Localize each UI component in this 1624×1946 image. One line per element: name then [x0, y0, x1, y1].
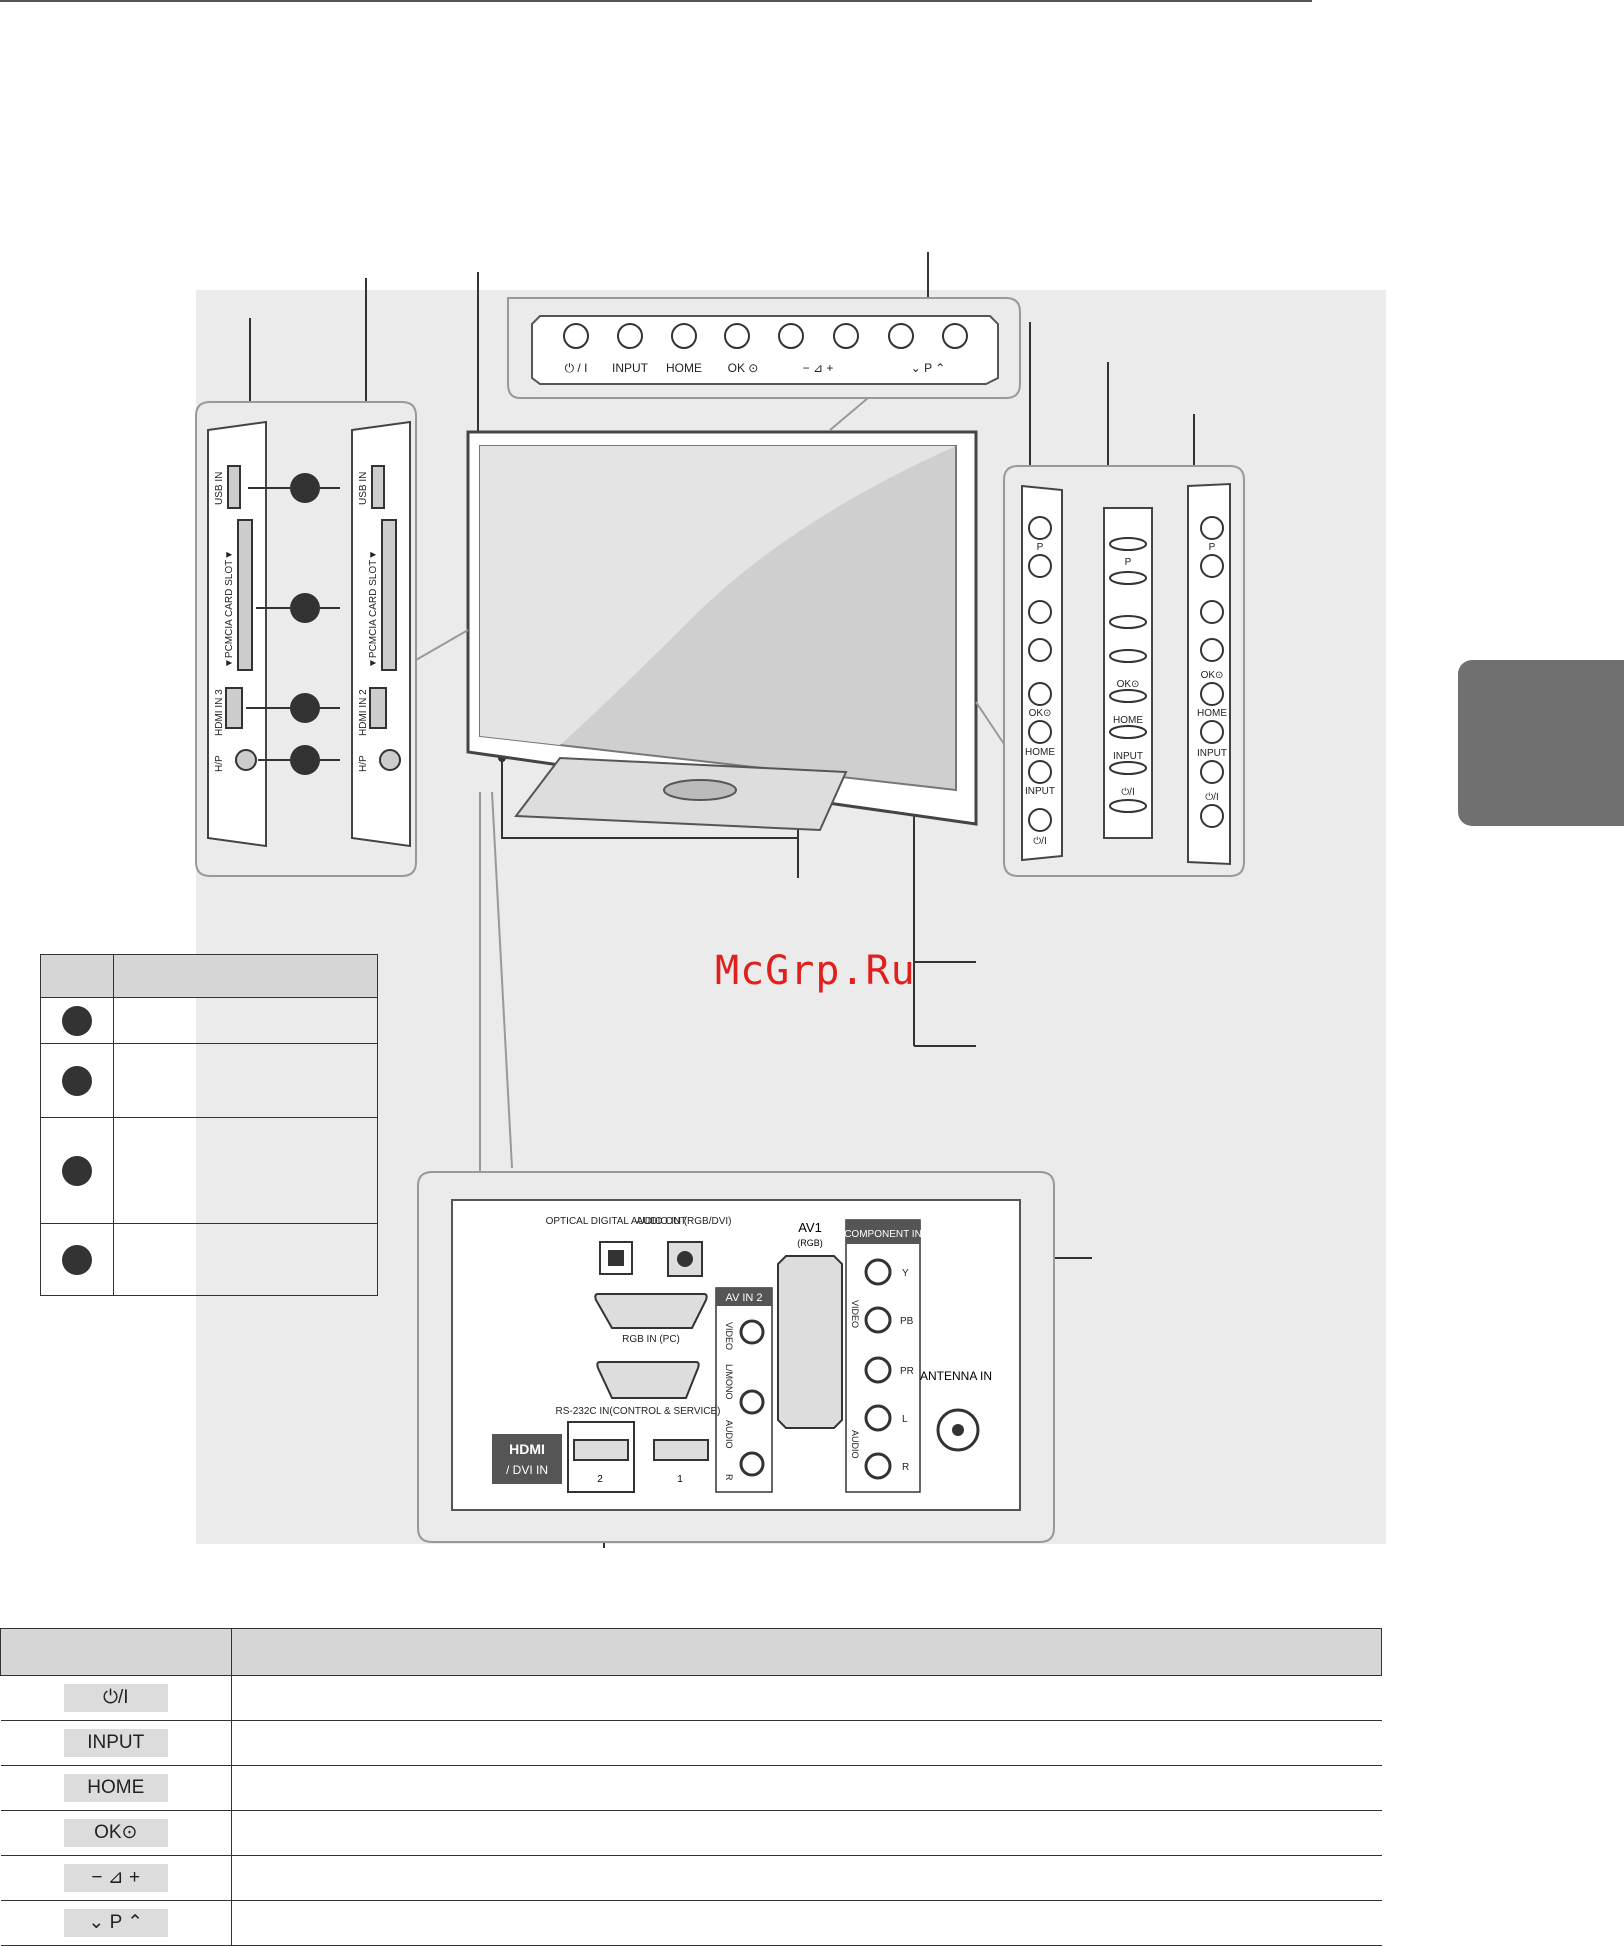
- svg-text:2: 2: [597, 1474, 603, 1485]
- svg-text:VIDEO: VIDEO: [850, 1300, 860, 1328]
- svg-text:⏻/I: ⏻/I: [1205, 792, 1218, 803]
- key-table: [40, 954, 378, 1296]
- svg-text:1: 1: [677, 1474, 683, 1485]
- svg-text:AUDIO: AUDIO: [724, 1420, 734, 1449]
- av-in-2-label: AV IN 2: [725, 1292, 762, 1304]
- svg-text:HOME: HOME: [1113, 715, 1143, 726]
- top-vol-label: − ⊿ +: [803, 361, 834, 375]
- antenna-label: ANTENNA IN: [920, 1369, 992, 1383]
- programme-button-label: ⌄ P ⌃: [63, 1909, 168, 1937]
- watermark: McGrp.Ru: [715, 948, 916, 994]
- input-button-label: INPUT: [63, 1729, 168, 1757]
- ok-button-label: OK⊙: [63, 1819, 168, 1847]
- key-marker: [62, 1155, 92, 1186]
- scart-port: [777, 1255, 843, 1429]
- rgb-in-label: RGB IN (PC): [622, 1334, 680, 1345]
- top-home-label: HOME: [666, 361, 702, 375]
- svg-text:HOME: HOME: [1197, 708, 1227, 719]
- svg-text:R: R: [724, 1474, 734, 1481]
- svg-text:AUDIO: AUDIO: [850, 1430, 860, 1459]
- pcmcia-label-2: ▼PCMCIA CARD SLOT▼: [368, 550, 379, 668]
- key-markers: [290, 473, 320, 775]
- top-prog-label: ⌄ P ⌃: [911, 361, 946, 375]
- svg-text:/ DVI IN: / DVI IN: [506, 1463, 548, 1477]
- usb-label-1: USB IN: [214, 472, 225, 505]
- top-rule: [0, 0, 1312, 2]
- svg-text:HOME: HOME: [1025, 747, 1055, 758]
- volume-button-label: − ⊿ +: [63, 1864, 168, 1892]
- svg-text:HDMI: HDMI: [509, 1441, 545, 1457]
- svg-text:Y: Y: [902, 1268, 909, 1279]
- svg-text:L/MONO: L/MONO: [724, 1364, 734, 1400]
- svg-text:P: P: [1209, 542, 1216, 553]
- svg-text:PB: PB: [900, 1316, 914, 1327]
- svg-text:OK⊙: OK⊙: [1201, 670, 1224, 681]
- hp-label-2: H/P: [358, 755, 369, 772]
- key-marker: [62, 1005, 92, 1036]
- svg-text:OK⊙: OK⊙: [1029, 708, 1052, 719]
- svg-text:R: R: [902, 1462, 909, 1473]
- audio-in-label: AUDIO IN (RGB/DVI): [636, 1216, 731, 1227]
- hdmi-logo: [492, 1434, 562, 1484]
- hdmi-label-2: HDMI IN 2: [358, 689, 369, 736]
- pcmcia-label-1: ▼PCMCIA CARD SLOT▼: [224, 550, 235, 668]
- svg-text:VIDEO: VIDEO: [724, 1322, 734, 1350]
- home-button-label: HOME: [63, 1774, 168, 1802]
- button-table: ⏻/I INPUT HOME OK⊙ − ⊿ + ⌄ P ⌃: [0, 1628, 1382, 1946]
- svg-text:P: P: [1037, 542, 1044, 553]
- svg-text:OK⊙: OK⊙: [1117, 679, 1140, 690]
- chapter-tab: [1458, 660, 1624, 826]
- svg-text:⏻/I: ⏻/I: [1033, 836, 1046, 847]
- rs232-label: RS-232C IN(CONTROL & SERVICE): [555, 1406, 720, 1417]
- component-label: COMPONENT IN: [844, 1229, 922, 1240]
- tv-set: [466, 430, 978, 832]
- svg-text:L: L: [902, 1414, 908, 1425]
- top-panel: [531, 315, 999, 385]
- svg-text:⏻/I: ⏻/I: [1121, 787, 1134, 798]
- power-button-label: ⏻/I: [63, 1684, 168, 1712]
- hp-label-1: H/P: [214, 755, 225, 772]
- usb-label-2: USB IN: [358, 472, 369, 505]
- hdmi-label-1: HDMI IN 3: [214, 689, 225, 736]
- svg-text:INPUT: INPUT: [1197, 748, 1227, 759]
- svg-text:INPUT: INPUT: [1113, 751, 1143, 762]
- top-input-label: INPUT: [612, 361, 649, 375]
- svg-text:INPUT: INPUT: [1025, 786, 1055, 797]
- svg-text:(RGB): (RGB): [797, 1238, 823, 1248]
- av1-label: AV1: [798, 1220, 822, 1235]
- top-panel-buttons: [563, 323, 968, 349]
- key-marker: [62, 1065, 92, 1096]
- top-power-label: ⏻ / I: [565, 361, 588, 375]
- svg-text:PR: PR: [900, 1366, 914, 1377]
- optical-label: OPTICAL DIGITAL AUDIO OUT: [546, 1216, 687, 1227]
- top-ok-label: OK ⊙: [728, 361, 759, 375]
- svg-text:P: P: [1125, 557, 1132, 568]
- key-marker: [62, 1244, 92, 1275]
